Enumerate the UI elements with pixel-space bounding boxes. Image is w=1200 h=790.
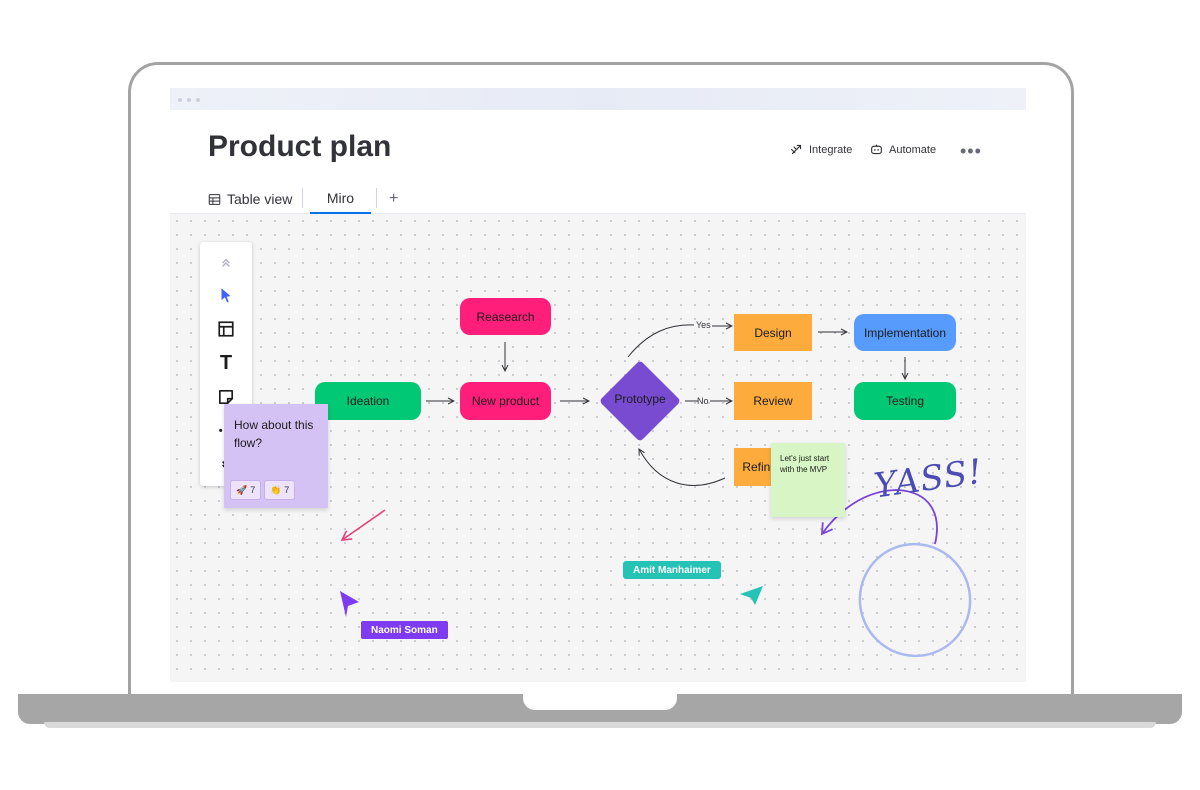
flow-connectors [340,214,972,658]
reaction-count: 7 [284,485,290,495]
collapse-up-icon[interactable] [215,252,237,274]
laptop-base-shadow [44,722,1156,728]
node-implementation[interactable]: Implementation [854,314,956,351]
node-ideation[interactable]: Ideation [315,382,421,420]
edge-prototype-design-yes-1 [627,324,695,358]
clap-icon: 👏 [270,484,282,495]
page-title: Product plan [208,130,392,163]
window-dot [187,98,191,102]
reaction-clap[interactable]: 👏 7 [264,480,296,500]
window-dot [178,98,182,102]
laptop-notch [523,694,677,710]
cursor-tag-naomi: Naomi Soman [361,621,448,639]
automate-label: Automate [889,143,937,156]
sticky-note-text: Let's just start with the MVP [780,454,830,474]
edge-label-no: No [697,396,709,406]
more-options-button[interactable]: ••• [960,141,982,161]
edge-refinement-prototype [639,449,726,486]
reaction-rocket[interactable]: 🚀 7 [230,480,262,500]
rocket-icon: 🚀 [236,484,248,495]
tab-label: Miro [326,190,355,206]
node-new-product[interactable]: New product [460,382,551,420]
select-cursor-icon[interactable] [215,284,237,306]
tab-table-view[interactable]: Table view [208,184,292,214]
app-screen: Product plan Integrate Automate ••• Tabl… [170,88,1026,682]
naomi-cursor-icon [340,591,359,617]
cursor-tag-amit: Amit Manhaimer [623,561,721,579]
integrate-label: Integrate [809,143,853,156]
tab-miro[interactable]: Miro [310,184,371,214]
table-icon [208,193,221,205]
drawn-circle [858,542,972,658]
add-tab-button[interactable]: + [389,190,399,207]
automate-button[interactable]: Automate [870,143,936,156]
template-icon[interactable] [215,318,237,340]
tab-divider [302,188,303,208]
text-icon[interactable]: T [219,351,233,374]
sticky-note-icon[interactable] [215,386,237,408]
automate-robot-icon [871,144,882,155]
pink-pointer-arrow [340,509,386,541]
whiteboard-canvas[interactable]: T ••• Ideation Reasearch New product Pro… [170,214,1026,682]
reaction-count: 7 [250,485,256,495]
window-dot [196,98,200,102]
node-testing[interactable]: Testing [854,382,956,420]
edge-label-yes: Yes [696,320,711,330]
amit-cursor-icon [740,586,763,605]
integrate-icon [791,144,802,155]
node-review[interactable]: Review [734,382,812,420]
sticky-note-green[interactable]: Let's just start with the MVP [771,443,845,517]
tab-label: Table view [227,191,293,207]
node-research[interactable]: Reasearch [460,298,551,335]
integrate-button[interactable]: Integrate [790,143,852,156]
sticky-note-purple[interactable]: How about this flow? 🚀 7 👏 7 [224,404,328,508]
node-design[interactable]: Design [734,314,812,351]
sticky-note-text: How about this flow? [234,418,314,450]
browser-bar [170,88,1026,110]
board-header: Product plan Integrate Automate ••• Tabl… [170,110,1026,214]
tab-divider [376,188,377,208]
